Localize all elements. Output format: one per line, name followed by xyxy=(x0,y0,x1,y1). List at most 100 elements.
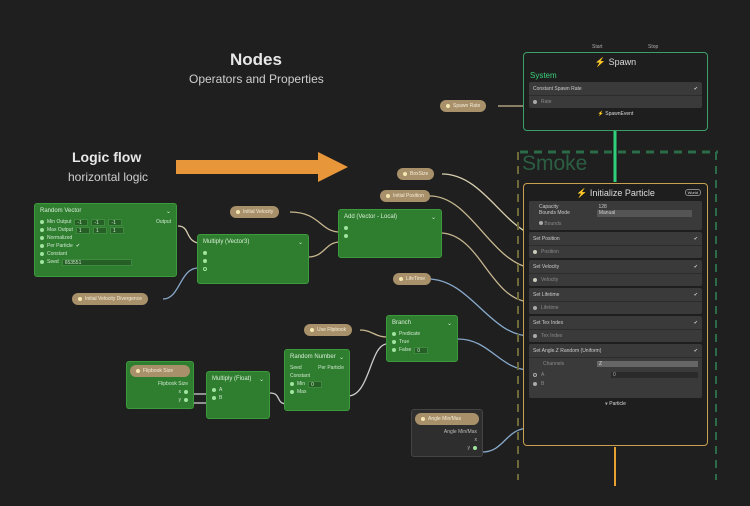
logic-title: Logic flow xyxy=(72,149,142,165)
lightning-icon: ⚡ xyxy=(597,111,604,117)
node-title: Multiply (Vector3) xyxy=(203,239,250,245)
enable-toggle[interactable]: ✔ xyxy=(693,236,698,242)
particle-output[interactable]: ⩔ Particle xyxy=(605,401,626,407)
prop-spawn-rate[interactable]: Spawn Rate xyxy=(440,100,487,112)
false-port[interactable]: False xyxy=(399,347,412,353)
prop-initial-velocity[interactable]: Initial Velocity xyxy=(230,206,280,218)
block-title: Set Tex Index xyxy=(533,320,564,326)
block-title: Set Lifetime xyxy=(533,292,560,298)
rate-port[interactable]: Rate xyxy=(541,99,552,105)
constant-label: Constant xyxy=(290,373,311,379)
prop-boxsize[interactable]: BoxSize xyxy=(397,168,435,180)
block-title: Constant Spawn Rate xyxy=(533,86,582,92)
min-field[interactable]: 0 xyxy=(308,380,323,388)
a-port[interactable]: A xyxy=(219,387,223,393)
start-port[interactable]: Start xyxy=(592,44,603,50)
angle-minmax-node[interactable]: Angle Min/Max Angle Min/Max x y xyxy=(411,409,483,457)
flipbook-size-node[interactable]: Flipbook Size Flipbook Size x y xyxy=(126,361,194,409)
node-title: Multiply (Float) xyxy=(212,376,252,382)
x-port[interactable]: x xyxy=(474,437,478,443)
true-port[interactable]: True xyxy=(399,339,410,345)
spawn-event-port[interactable]: SpawnEvent xyxy=(605,111,634,117)
a-field[interactable]: 0 xyxy=(611,371,698,378)
system-label: System xyxy=(530,71,557,80)
capacity-label: Capacity xyxy=(539,204,559,210)
prop-label: Use Flipbook xyxy=(317,327,347,333)
logic-subtitle: horizontal logic xyxy=(68,170,149,184)
max-z[interactable]: 1 xyxy=(109,226,124,234)
block-title: Set Velocity xyxy=(533,264,560,270)
enable-toggle[interactable]: ✔ xyxy=(693,348,698,354)
per-particle-label: Per Particle xyxy=(47,243,73,249)
context-title: Spawn xyxy=(608,57,637,67)
tex-index-port[interactable]: Tex Index xyxy=(541,333,563,339)
seed-label: Seed xyxy=(47,259,59,265)
output-port[interactable]: Flipbook Size xyxy=(157,381,188,387)
block-title: Set Angle.Z Random (Uniform) xyxy=(533,348,602,354)
output-port[interactable]: Angle Min/Max xyxy=(443,429,477,435)
flipbook-size-prop[interactable]: Flipbook Size xyxy=(130,365,190,377)
min-z[interactable]: -1 xyxy=(108,218,123,226)
normalized-label: Normalized xyxy=(47,235,73,241)
enable-toggle[interactable]: ✔ xyxy=(693,86,698,92)
constant-label: Constant xyxy=(47,251,68,257)
channels-label: Channels xyxy=(543,361,565,367)
prop-label: Flipbook Size xyxy=(143,368,174,374)
y-port[interactable]: y xyxy=(178,397,182,403)
prop-lifetime[interactable]: LifeTime xyxy=(393,273,431,285)
channels-dropdown[interactable]: Z xyxy=(597,361,698,367)
max-port[interactable]: Max xyxy=(297,389,307,395)
enable-toggle[interactable]: ✔ xyxy=(693,320,698,326)
bounds-port[interactable]: Bounds xyxy=(544,221,562,227)
max-x[interactable]: 1 xyxy=(75,226,90,234)
predicate-port[interactable]: Predicate xyxy=(399,331,421,337)
a-port[interactable]: A xyxy=(541,371,545,378)
system-name: Smoke xyxy=(522,152,588,175)
bounds-mode-dropdown[interactable]: Manual xyxy=(596,210,692,217)
space-badge[interactable]: World xyxy=(684,189,701,196)
enable-toggle[interactable]: ✔ xyxy=(693,264,698,270)
min-port[interactable]: Min xyxy=(297,381,306,387)
prop-initial-velocity-divergence[interactable]: Initial Velocity Divergence xyxy=(72,293,148,305)
enable-toggle[interactable]: ✔ xyxy=(693,292,698,298)
x-port[interactable]: x xyxy=(178,389,182,395)
position-port[interactable]: Position xyxy=(541,249,559,255)
logic-flow-arrow xyxy=(176,152,348,182)
add-vector-node[interactable]: Add (Vector - Local)⌄ xyxy=(338,209,442,258)
min-label: Min Output xyxy=(47,219,72,225)
nodes-subtitle: Operators and Properties xyxy=(189,72,324,86)
b-port[interactable]: B xyxy=(219,395,223,401)
capacity-field[interactable]: 128 xyxy=(598,204,607,210)
bounds-mode-label: Bounds Mode xyxy=(539,210,570,216)
multiply-vector3-node[interactable]: Multiply (Vector3)⌄ xyxy=(197,234,309,284)
seed-field[interactable]: 653551 xyxy=(61,258,132,266)
prop-use-flipbook[interactable]: Use Flipbook xyxy=(304,324,353,336)
max-y[interactable]: 1 xyxy=(92,226,107,234)
node-title: Branch xyxy=(392,320,412,326)
lifetime-port[interactable]: Lifetime xyxy=(541,305,559,311)
y-port[interactable]: y xyxy=(467,445,471,451)
node-title: Random Number xyxy=(290,354,336,360)
checkbox[interactable]: ✔ xyxy=(75,243,81,249)
seed-dropdown[interactable]: Per Particle xyxy=(318,365,344,371)
velocity-port[interactable]: Velocity xyxy=(541,277,559,283)
false-field[interactable]: 0 xyxy=(414,346,429,354)
prop-label: Initial Velocity xyxy=(243,209,274,215)
seed-label: Seed xyxy=(290,365,302,371)
prop-initial-position[interactable]: Initial Position xyxy=(380,190,430,202)
angle-minmax-prop[interactable]: Angle Min/Max xyxy=(415,413,479,425)
spawn-context[interactable]: ⚡ Spawn System Constant Spawn Rate ✔ Rate… xyxy=(523,52,708,131)
min-x[interactable]: -1 xyxy=(74,218,89,226)
multiply-float-node[interactable]: Multiply (Float)⌄ A B xyxy=(206,371,270,419)
context-title: Initialize Particle xyxy=(589,188,655,198)
output-port[interactable]: Output xyxy=(155,219,171,225)
prop-label: Angle Min/Max xyxy=(428,416,462,422)
b-port[interactable]: B xyxy=(541,380,545,387)
min-y[interactable]: -1 xyxy=(91,218,106,226)
stop-port[interactable]: Stop xyxy=(648,44,659,50)
